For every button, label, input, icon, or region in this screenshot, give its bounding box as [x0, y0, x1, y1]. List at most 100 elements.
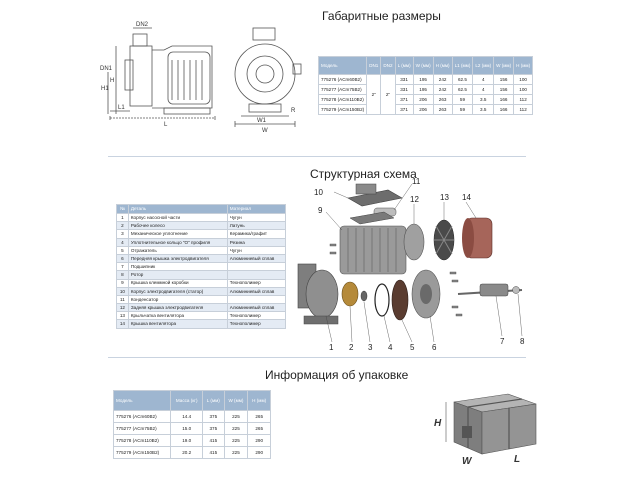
dn1-label: DN1 [100, 66, 113, 72]
dn2-cell: 2" [380, 74, 396, 115]
cell: 775276 (ACm60B2) [317, 74, 368, 85]
h-label: H [110, 78, 114, 84]
cell: Латунь [226, 221, 287, 231]
screws [329, 243, 463, 317]
dimensions-table: Модель DN1 DN2 L (мм) W (мм) H (мм) L1 (… [317, 56, 534, 115]
rear-cover [403, 223, 425, 261]
table-row: 775279 (ACm150B2) 371 206 263 59 3.5 166… [317, 104, 534, 115]
cell: Крышка клеммной коробки [127, 278, 228, 288]
cell: 775279 (ACm150B2) [317, 104, 368, 115]
cell: Передняя крышка электродвигателя [127, 253, 228, 264]
col-header: H (мм) [247, 390, 271, 411]
part-number: 7 [500, 337, 505, 346]
cell: Крышка вентилятора [127, 319, 228, 329]
pump-side-drawing: DN2 DN1 H1 H L1 L [100, 22, 216, 128]
packing-title: Информация об упаковке [265, 368, 409, 382]
cell: 3.5 [472, 104, 495, 115]
exploded-view: 10 11 9 12 13 14 1 2 3 4 5 6 7 8 [297, 177, 525, 352]
dimensions-title: Габаритные размеры [322, 9, 441, 23]
table-row: 775278 (ACm110B2) 371 206 263 59 3.5 166… [317, 94, 534, 105]
pump-housing [297, 263, 339, 325]
col-header: L (мм) [394, 56, 414, 75]
cell: 11 [116, 294, 129, 305]
part-number: 9 [318, 206, 323, 215]
w1-label: W1 [257, 118, 267, 124]
o-ring [374, 283, 390, 317]
cell: 100 [513, 74, 534, 85]
cell: 100 [513, 84, 534, 95]
cell: 3.5 [472, 94, 495, 105]
motor-stator [339, 225, 407, 275]
divider [108, 357, 526, 358]
col-header: Материал [226, 204, 287, 214]
cell: 10 [116, 286, 129, 296]
dn1-cell: 2" [366, 74, 382, 115]
col-header: № [116, 204, 129, 214]
cell: 775277 (ACm75B2) [317, 84, 368, 95]
cell: Технополимер [226, 311, 287, 321]
cell: 371 [394, 94, 414, 105]
cable-gland [355, 183, 377, 195]
cell [226, 294, 287, 305]
cell: Крыльчатка вентилятора [127, 311, 228, 321]
cell: 7 [116, 262, 129, 272]
cell: 195 [412, 74, 434, 85]
table-row: 775277 (ACm75B2) 331 195 242 62.5 4 156 … [317, 84, 534, 95]
cell: 331 [394, 84, 414, 95]
part-number: 8 [520, 337, 525, 346]
cell: 415 [202, 446, 225, 459]
cell: 775277 (ACm75B2) [112, 422, 172, 435]
cell: 206 [412, 104, 434, 115]
part-number: 4 [388, 343, 393, 352]
cell: 195 [412, 84, 434, 95]
part-number: 5 [410, 343, 415, 352]
terminal-box-base [349, 211, 395, 225]
cell: 375 [202, 410, 225, 423]
part-number: 14 [462, 193, 471, 202]
cell: 20.2 [170, 446, 204, 459]
fan-cover [462, 217, 493, 259]
col-header: Модель [112, 390, 172, 411]
cell: 225 [223, 410, 249, 423]
cell: Рабочее колесо [127, 221, 228, 231]
part-number: 11 [412, 177, 421, 186]
cell: 415 [202, 434, 225, 447]
cell: Чугун [226, 212, 287, 223]
cell: 15.0 [170, 422, 204, 435]
cell: 8 [116, 270, 129, 280]
col-header: W (мм) [493, 56, 515, 75]
col-header: L1 (мм) [451, 56, 474, 75]
cell: 775278 (ACm110B2) [112, 434, 172, 447]
cell: 265 [247, 410, 271, 423]
cell: 156 [493, 84, 515, 95]
structure-title: Структурная схема [310, 167, 417, 181]
cell: 14 [116, 319, 129, 329]
deflector [391, 279, 409, 321]
cell: 290 [247, 434, 271, 447]
cell: Технополимер [226, 278, 287, 288]
cell: 112 [513, 94, 534, 105]
cell: 265 [247, 422, 271, 435]
cell: 371 [394, 104, 414, 115]
cell: Задняя крышка электродвигателя [127, 303, 228, 313]
cell: Корпус насосной части [127, 212, 228, 223]
cell: Алюминиевый сплав [226, 286, 287, 296]
cell: 4 [472, 84, 495, 95]
mechanical-seal [360, 290, 368, 302]
front-cover [411, 269, 441, 319]
table-row: 775276 (ACm60B2) 2" 2" 331 195 242 62.5 … [317, 74, 534, 115]
cell: Алюминиевый сплав [226, 253, 287, 264]
pump-front-drawing: W1 W R [234, 27, 302, 134]
col-header: DN1 [366, 56, 382, 75]
col-header: Деталь [127, 204, 228, 214]
cell: 112 [513, 104, 534, 115]
